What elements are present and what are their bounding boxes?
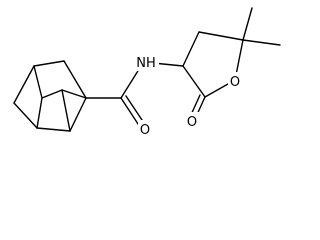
bond bbox=[36, 97, 43, 129]
bond bbox=[120, 65, 142, 99]
bond bbox=[198, 31, 244, 41]
bond bbox=[36, 127, 71, 132]
bond bbox=[13, 102, 38, 129]
amide-linker bbox=[85, 62, 184, 128]
lactone-ring bbox=[182, 7, 281, 120]
amide-carbonyl-oxygen-label: O bbox=[140, 123, 150, 138]
bond bbox=[13, 65, 35, 104]
ring-oxygen-label: O bbox=[230, 75, 240, 90]
atom-label-lactone-oxygen: O bbox=[185, 112, 199, 130]
atom-label-nitrogen: NH bbox=[133, 53, 159, 71]
atom-label-ring-oxygen: O bbox=[228, 72, 242, 90]
double-bond bbox=[125, 95, 145, 124]
adamantane-cage bbox=[13, 60, 87, 132]
atom-label-amide-oxygen: O bbox=[138, 120, 152, 138]
bond bbox=[69, 97, 87, 132]
bond bbox=[182, 31, 200, 67]
lactone-carbonyl-oxygen-label: O bbox=[187, 115, 197, 130]
methyl-bond bbox=[242, 39, 281, 46]
bond bbox=[41, 89, 63, 99]
double-bond bbox=[120, 97, 141, 128]
methyl-bond bbox=[242, 7, 253, 41]
bond bbox=[61, 89, 87, 99]
bond bbox=[33, 65, 43, 99]
chemical-structure: NH O O O bbox=[13, 7, 281, 138]
bond bbox=[61, 89, 71, 132]
nitrogen-label: NH bbox=[136, 56, 156, 71]
bond bbox=[182, 65, 206, 98]
bond bbox=[63, 60, 87, 99]
bond bbox=[33, 60, 65, 67]
